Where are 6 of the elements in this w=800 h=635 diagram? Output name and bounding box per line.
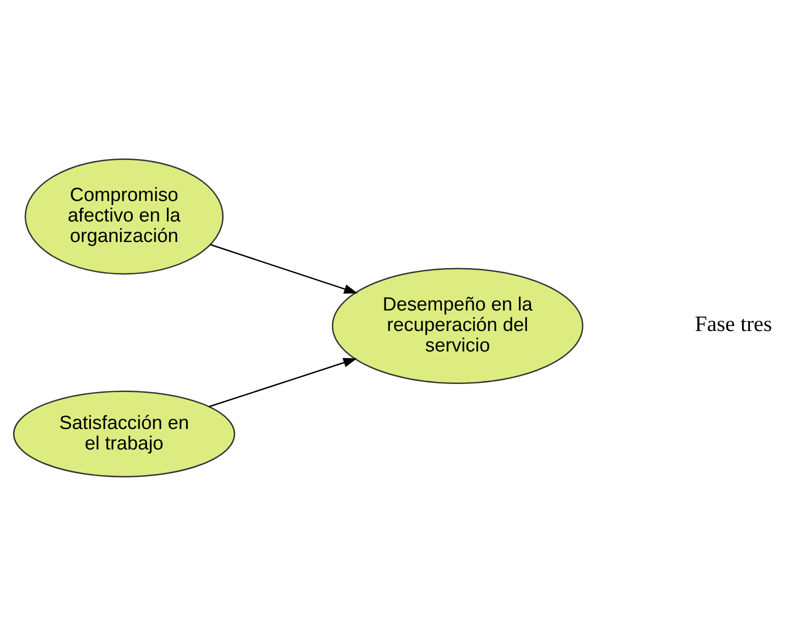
label: Fase tres <box>694 312 772 336</box>
arrow <box>208 358 358 407</box>
node-ellipse: Satisfacción en el trabajo <box>13 390 236 477</box>
node-ellipse: Compromiso afectivo en la organización <box>24 158 224 274</box>
node-ellipse: Desempeño en la recuperación del servicio <box>332 267 584 384</box>
arrow <box>210 243 358 294</box>
